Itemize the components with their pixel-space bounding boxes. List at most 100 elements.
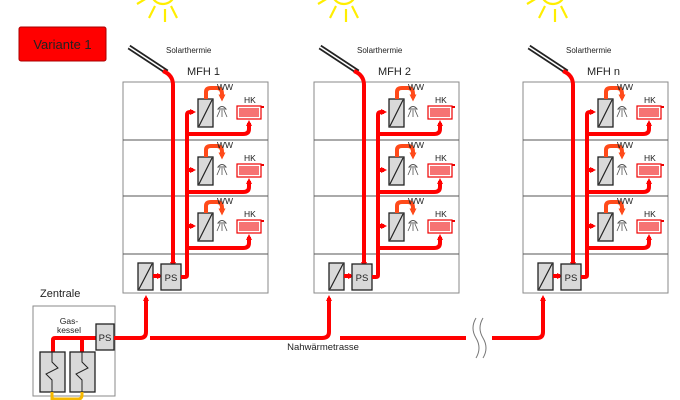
hot-water-pipe [204, 144, 226, 160]
network-pipe-mfhn [492, 295, 546, 340]
radiator-icon [236, 105, 264, 120]
floor-2: WW HK [187, 140, 264, 194]
heating-supply-pipe [378, 178, 443, 194]
hot-water-pipe [204, 86, 226, 102]
hot-water-label: WW [617, 82, 633, 92]
hot-water-label: WW [617, 196, 633, 206]
radiator-icon [636, 163, 664, 178]
hot-water-pipe [604, 200, 626, 216]
shower-icon [616, 164, 628, 176]
heating-label: HK [244, 153, 256, 163]
boiler-coil-icon-1 [45, 352, 59, 392]
radiator-icon [427, 105, 455, 120]
riser-pipe [372, 109, 387, 279]
boiler-pipe [51, 336, 96, 352]
district-heating-network: Nahwärmetrasse [114, 295, 546, 359]
shower-icon [616, 106, 628, 118]
central-storage-label: PS [99, 333, 112, 344]
heating-label: HK [644, 209, 656, 219]
shower-icon [616, 220, 628, 232]
radiator-icon [427, 163, 455, 178]
variant-badge-label: Variante 1 [33, 37, 91, 52]
radiator-icon [427, 219, 455, 234]
hot-water-pipe [395, 144, 417, 160]
solar-label: Solarthermie [357, 46, 403, 55]
hot-water-pipe [604, 86, 626, 102]
solar-pipe [562, 69, 576, 268]
radiator-icon [236, 219, 264, 234]
heating-label: HK [644, 153, 656, 163]
hot-water-label: WW [217, 140, 233, 150]
radiator-icon [636, 219, 664, 234]
floor-3: WW HK [187, 196, 264, 250]
sun-icon [317, 0, 359, 22]
network-pipe-mfh1 [114, 295, 149, 340]
hot-water-pipe [604, 144, 626, 160]
hot-water-label: WW [408, 140, 424, 150]
heating-supply-pipe [587, 178, 652, 194]
riser-pipe [181, 109, 196, 279]
hot-water-label: WW [408, 196, 424, 206]
floor-2: WW HK [587, 140, 664, 194]
solar-label: Solarthermie [166, 46, 212, 55]
building-name: MFH 2 [378, 66, 411, 78]
pipe-break-icon [472, 317, 480, 359]
shower-icon [407, 164, 419, 176]
boiler-label-2: kessel [57, 325, 81, 335]
floor-2: WW HK [378, 140, 455, 194]
heating-supply-pipe [587, 234, 652, 250]
shower-icon [407, 106, 419, 118]
shower-icon [216, 106, 228, 118]
sun-icon [136, 0, 178, 22]
hot-water-pipe [395, 200, 417, 216]
heating-label: HK [435, 153, 447, 163]
heating-supply-pipe [587, 120, 652, 136]
building-name: MFH n [587, 66, 620, 78]
hot-water-label: WW [408, 82, 424, 92]
riser-pipe [581, 109, 596, 279]
hot-water-label: WW [217, 82, 233, 92]
sun-icon [526, 0, 568, 22]
hot-water-label: WW [617, 140, 633, 150]
heating-label: HK [435, 95, 447, 105]
solar-pipe [162, 69, 176, 268]
floor-3: WW HK [378, 196, 455, 250]
storage-label: PS [356, 273, 369, 284]
solar-label: Solarthermie [566, 46, 612, 55]
heating-supply-pipe [378, 234, 443, 250]
heating-label: HK [644, 95, 656, 105]
storage-label: PS [165, 273, 178, 284]
network-label: Nahwärmetrasse [287, 342, 359, 353]
hot-water-label: WW [217, 196, 233, 206]
heating-supply-pipe [187, 178, 252, 194]
hot-water-pipe [395, 86, 417, 102]
central-title: Zentrale [40, 288, 80, 300]
solar-pipe [353, 69, 367, 268]
heating-supply-pipe [187, 234, 252, 250]
shower-icon [216, 164, 228, 176]
radiator-icon [636, 105, 664, 120]
central-plant: Zentrale Gas- kessel PS [32, 288, 116, 400]
heating-supply-pipe [187, 120, 252, 136]
building-name: MFH 1 [187, 66, 220, 78]
floor-1: WW HK [378, 82, 455, 136]
heating-label: HK [244, 95, 256, 105]
floor-3: WW HK [587, 196, 664, 250]
heating-supply-pipe [378, 120, 443, 136]
boiler-label-1: Gas- [60, 316, 79, 326]
radiator-icon [236, 163, 264, 178]
shower-icon [407, 220, 419, 232]
floor-1: WW HK [587, 82, 664, 136]
shower-icon [216, 220, 228, 232]
hot-water-pipe [204, 200, 226, 216]
pipe-break-icon-2 [479, 317, 487, 359]
floor-1: WW HK [187, 82, 264, 136]
variant-badge: Variante 1 [18, 26, 107, 62]
heating-label: HK [244, 209, 256, 219]
network-pipe-mfh2 [150, 295, 332, 340]
heating-label: HK [435, 209, 447, 219]
